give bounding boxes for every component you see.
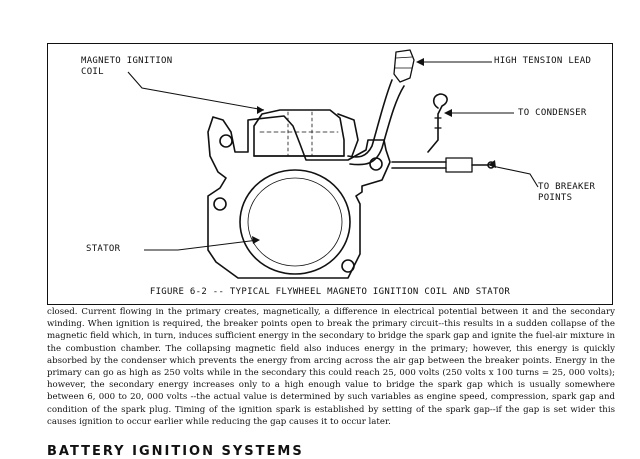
- label-high-tension-lead: HIGH TENSION LEAD: [494, 56, 592, 66]
- label-to-condenser: TO CONDENSER: [518, 108, 587, 118]
- stator-bore: [239, 169, 351, 275]
- stator-body: [207, 115, 391, 279]
- figure-caption: FIGURE 6-2 -- TYPICAL FLYWHEEL MAGNETO I…: [149, 287, 511, 297]
- magneto-diagram: [127, 49, 539, 279]
- body-paragraph: closed. Current flowing in the primary c…: [47, 307, 615, 427]
- condenser-lead: [427, 93, 448, 153]
- high-tension-lead: [349, 85, 405, 166]
- mount-hole-lower-right: [341, 259, 355, 273]
- label-magneto-ignition-coil: MAGNETO IGNITION COIL: [81, 56, 173, 77]
- figure-frame: MAGNETO IGNITION COIL HIGH TENSION LEAD …: [47, 43, 613, 305]
- label-stator: STATOR: [86, 244, 121, 254]
- next-section-heading: BATTERY IGNITION SYSTEMS: [47, 444, 304, 459]
- mount-hole-lower-left: [213, 197, 227, 211]
- mount-hole-right: [369, 157, 383, 171]
- lead-terminal: [393, 49, 415, 83]
- label-to-breaker-points: TO BREAKER POINTS: [538, 182, 596, 203]
- mount-hole-left: [219, 134, 233, 148]
- ignition-coil: [253, 109, 345, 157]
